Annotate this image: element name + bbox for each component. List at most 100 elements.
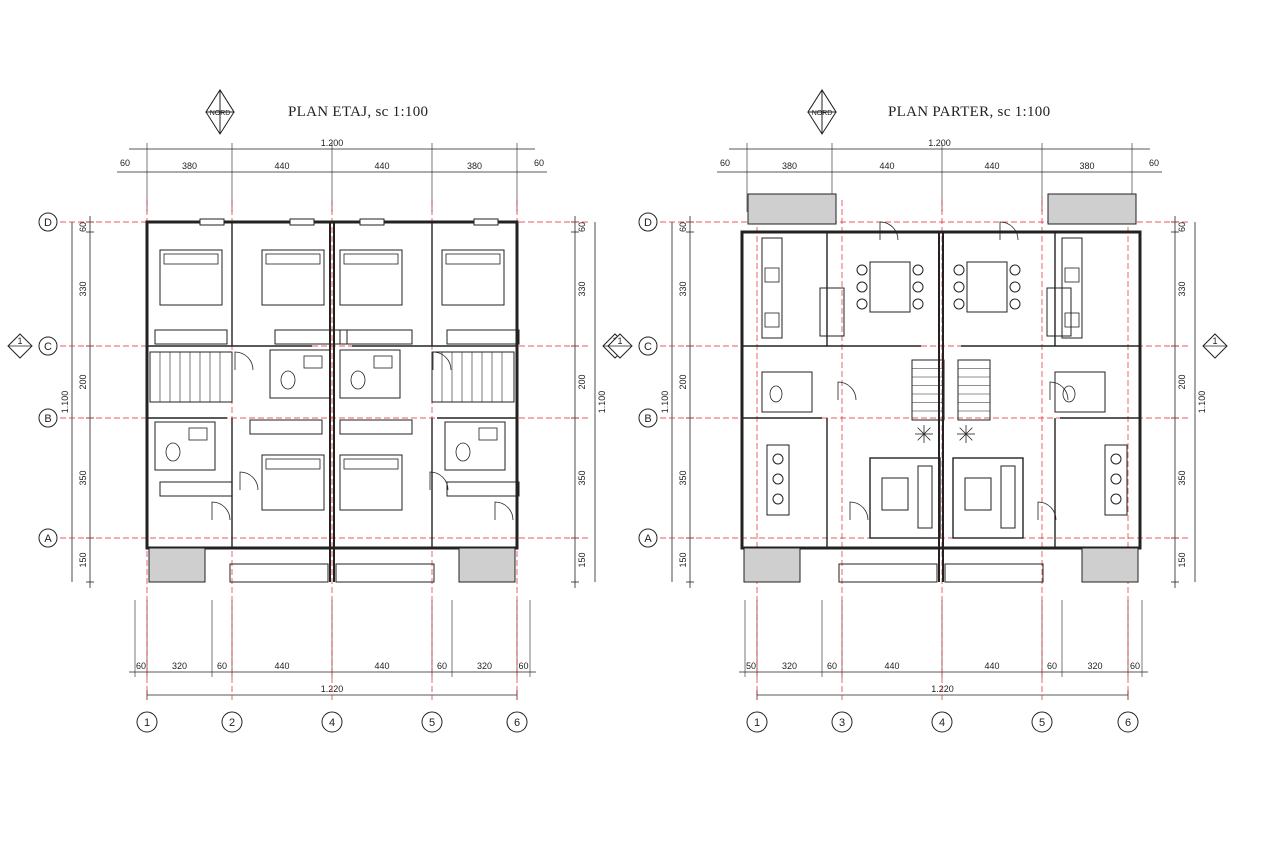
row-axis-label: A (644, 533, 652, 545)
col-axis-label: 5 (1039, 717, 1045, 729)
side-segment-dim: 200 (78, 374, 88, 389)
row-axis-label: A (44, 533, 52, 545)
bottom-total-dim: 1.220 (931, 684, 954, 694)
side-segment-dim: 150 (577, 552, 587, 567)
burner (1110, 473, 1122, 485)
side-segment-dim: 60 (577, 222, 587, 232)
bottom-segment-dim: 440 (884, 661, 899, 671)
toilet (769, 385, 783, 403)
chair (1009, 298, 1021, 310)
chair (953, 298, 965, 310)
left-total-dim: 1.100 (60, 391, 70, 414)
col-axis-label: 6 (514, 717, 520, 729)
wardrobe (154, 329, 228, 345)
bed (441, 249, 505, 306)
right-total-dim: 1.100 (597, 391, 607, 414)
top-segment-dim: 440 (374, 161, 389, 171)
top-segment-dim: 380 (182, 161, 197, 171)
side-segment-dim: 350 (78, 470, 88, 485)
row-axis-bubble (38, 408, 58, 428)
bottom-segment-dim: 320 (1087, 661, 1102, 671)
wardrobe (249, 419, 323, 435)
bed-pillow (265, 253, 321, 265)
plant-leaf (923, 433, 931, 441)
toilet (350, 370, 366, 390)
kitchen-island (1046, 287, 1072, 337)
bed (261, 249, 325, 306)
side-segment-dim: 200 (577, 374, 587, 389)
plant-icon (957, 425, 975, 443)
kitchen-island (819, 287, 845, 337)
window (473, 218, 499, 226)
bathroom (339, 349, 401, 399)
row-axis-label: B (44, 413, 51, 425)
col-axis-bubble (506, 711, 528, 733)
door-swing (849, 501, 869, 521)
plant-icon (915, 425, 933, 443)
chair (856, 281, 868, 293)
side-segment-dim: 200 (678, 374, 688, 389)
chair (912, 298, 924, 310)
terrace-right (944, 563, 1044, 583)
col-axis-label: 6 (1125, 717, 1131, 729)
bathroom (269, 349, 331, 399)
row-axis-bubble (638, 528, 658, 548)
col-axis-label: 1 (144, 717, 150, 729)
side-segment-dim: 350 (577, 470, 587, 485)
cooktop (1104, 444, 1128, 516)
col-axis-label: 5 (429, 717, 435, 729)
burner (772, 453, 784, 465)
door-swing (239, 471, 259, 491)
section-marker-label: 1 (17, 336, 22, 346)
bathroom (444, 421, 506, 471)
toilet (1062, 385, 1076, 403)
col-axis-bubble (221, 711, 243, 733)
chair (953, 281, 965, 293)
north-arrow-icon: NORD (205, 89, 235, 135)
row-axis-bubble (38, 212, 58, 232)
bottom-segment-dim: 440 (374, 661, 389, 671)
toilet (455, 442, 471, 462)
row-axis-bubble (38, 336, 58, 356)
kitchen-counter (761, 237, 783, 339)
north-label: NORD (812, 110, 833, 117)
cooktop (766, 444, 790, 516)
sink (188, 427, 208, 441)
side-segment-dim: 330 (78, 281, 88, 296)
window (289, 218, 315, 226)
burner (1110, 493, 1122, 505)
side-segment-dim: 350 (1177, 470, 1187, 485)
balcony-left (743, 547, 801, 583)
staircase (149, 351, 233, 403)
sofa (917, 465, 933, 529)
side-segment-dim: 330 (678, 281, 688, 296)
top-edge-dim-right: 60 (1149, 158, 1159, 168)
dining-table (966, 261, 1008, 313)
coffee-table (964, 477, 992, 511)
bottom-segment-dim: 60 (217, 661, 227, 671)
stove-icon (764, 267, 780, 283)
bathroom (154, 421, 216, 471)
chair (912, 281, 924, 293)
left-total-dim: 1.100 (660, 391, 670, 414)
side-segment-dim: 150 (1177, 552, 1187, 567)
side-segment-dim: 330 (577, 281, 587, 296)
top-segment-dim: 380 (782, 161, 797, 171)
row-axis-label: D (644, 217, 652, 229)
door-swing (1037, 501, 1057, 521)
col-axis-bubble (421, 711, 443, 733)
staircase (911, 359, 945, 421)
kitchen-sink (1064, 312, 1080, 328)
bed-pillow (343, 458, 399, 470)
side-segment-dim: 200 (1177, 374, 1187, 389)
rear-terrace (747, 193, 837, 225)
bottom-segment-dim: 60 (1047, 661, 1057, 671)
chair (953, 264, 965, 276)
bottom-segment-dim: 60 (827, 661, 837, 671)
living-room (952, 457, 1024, 539)
plant-leaf (959, 427, 967, 435)
row-axis-label: C (44, 341, 52, 353)
burner (1110, 453, 1122, 465)
